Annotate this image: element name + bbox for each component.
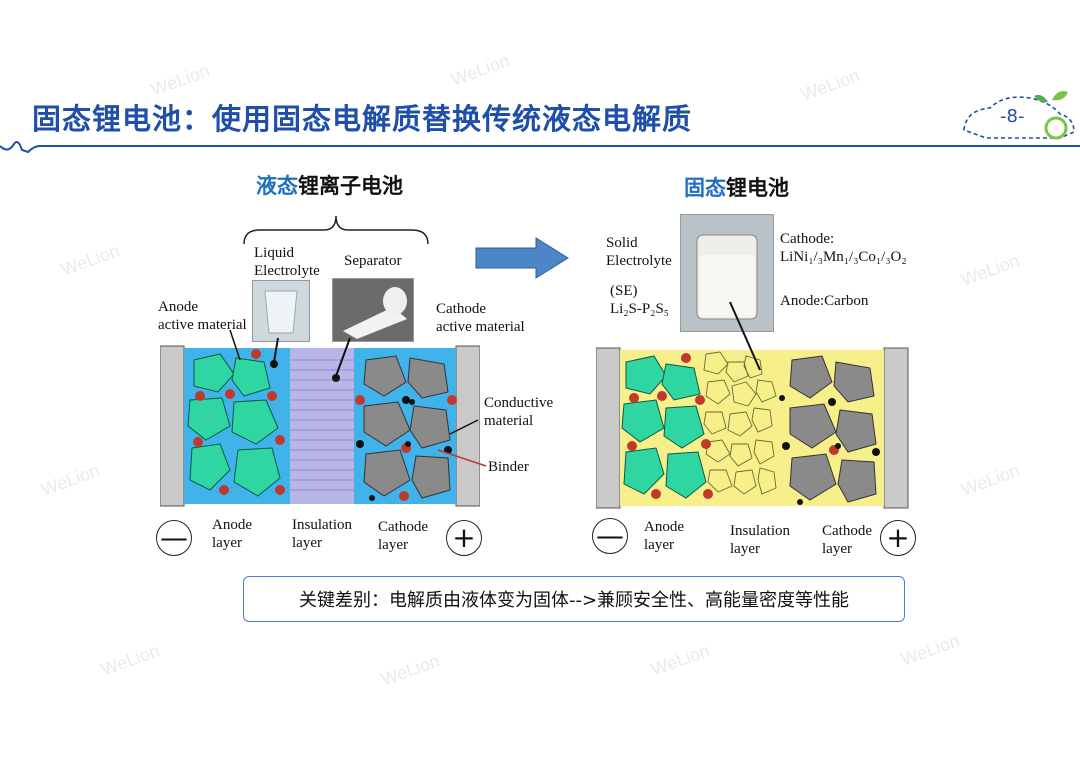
key-difference-note: 关键差别：电解质由液体变为固体-->兼顾安全性、高能量密度等性能 <box>243 576 905 622</box>
liquid-battery-diagram <box>160 345 480 507</box>
watermark: WeLion <box>798 65 863 105</box>
slide-title: 固态锂电池：使用固态电解质替换传统液态电解质 <box>32 102 693 136</box>
label-cathode-active-material: Cathode active material <box>436 301 525 335</box>
right-leader-line <box>729 301 761 371</box>
left-heading: 液态锂离子电池 <box>256 170 403 200</box>
solid-electrolyte-photo <box>680 214 774 332</box>
positive-terminal-icon: + <box>880 520 916 556</box>
label-anode-carbon: Anode:Carbon <box>780 293 869 309</box>
watermark: WeLion <box>38 460 103 500</box>
label-anode-layer-solid: Anode layer <box>644 519 684 553</box>
negative-terminal-icon: — <box>592 518 628 554</box>
watermark: WeLion <box>958 250 1023 290</box>
watermark: WeLion <box>58 240 123 280</box>
label-binder: Binder <box>488 459 529 475</box>
right-heading-rest: 锂电池 <box>726 176 789 200</box>
transition-arrow-icon <box>475 237 569 279</box>
beaker-photo <box>252 280 310 342</box>
separator-photo <box>332 278 414 342</box>
watermark: WeLion <box>898 630 963 670</box>
watermark: WeLion <box>448 50 513 90</box>
label-se-formula: Li₂S-P₂S₅ <box>610 301 670 317</box>
right-heading-highlight: 固态 <box>684 176 726 200</box>
label-se: (SE) Li₂S-P₂S₅ <box>610 283 670 317</box>
right-heading: 固态锂电池 <box>684 172 789 202</box>
positive-terminal-icon: + <box>446 520 482 556</box>
label-anode-active-material: Anode active material <box>158 299 247 333</box>
label-cathode-formula: LiNi₁/₃Mn₁/₃Co₁/₃O₂ <box>780 249 907 265</box>
watermark: WeLion <box>98 640 163 680</box>
label-cathode-composition: Cathode: LiNi₁/₃Mn₁/₃Co₁/₃O₂ <box>780 231 907 265</box>
label-conductive-material: Conductive material <box>484 395 554 429</box>
left-heading-highlight: 液态 <box>256 174 298 198</box>
brace-icon <box>243 215 429 245</box>
label-insulation-layer: Insulation layer <box>292 517 352 551</box>
label-solid-electrolyte: Solid Electrolyte <box>606 235 672 269</box>
watermark: WeLion <box>378 650 443 690</box>
label-liquid-electrolyte: Liquid Electrolyte <box>254 245 320 279</box>
label-cathode-layer-solid: Cathode layer <box>822 523 872 557</box>
left-leader-lines <box>229 330 487 467</box>
negative-terminal-icon: — <box>156 520 192 556</box>
label-cathode-layer: Cathode layer <box>378 519 428 553</box>
left-heading-rest: 锂离子电池 <box>298 174 403 198</box>
car-logo-icon <box>963 91 1075 140</box>
label-insulation-layer-solid: Insulation layer <box>730 523 790 557</box>
watermark: WeLion <box>148 60 213 100</box>
watermark: WeLion <box>648 640 713 680</box>
solid-battery-diagram <box>596 347 909 509</box>
label-separator: Separator <box>344 253 402 269</box>
title-underline <box>0 141 1080 154</box>
page-number: -8- <box>1000 106 1025 127</box>
watermark: WeLion <box>958 460 1023 500</box>
label-anode-layer: Anode layer <box>212 517 252 551</box>
